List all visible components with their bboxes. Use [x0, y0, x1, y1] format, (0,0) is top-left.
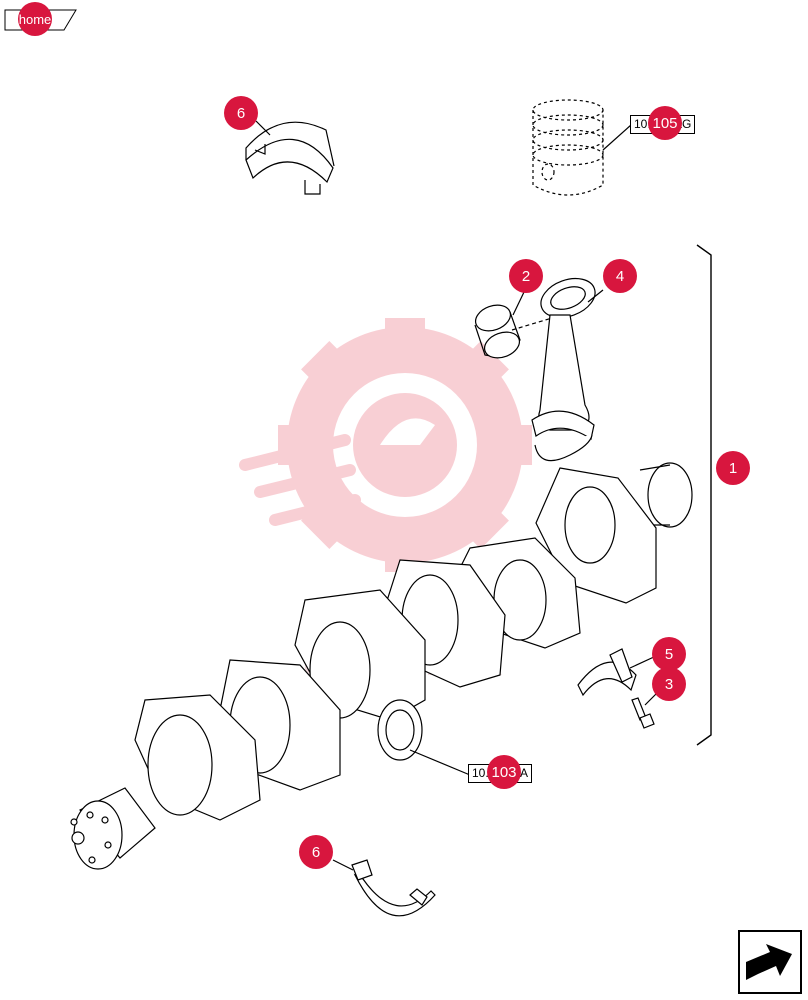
cap-bolt	[631, 697, 655, 729]
callout-103[interactable]: 103	[487, 755, 521, 789]
assembly-bracket	[696, 244, 712, 746]
callout-6-top[interactable]: 6	[224, 96, 258, 130]
bearing-shell-top	[245, 121, 335, 195]
crankshaft	[70, 462, 693, 870]
callout-4[interactable]: 4	[603, 259, 637, 293]
bearing-shell-bottom	[351, 859, 436, 917]
piston-leader	[602, 124, 632, 151]
crankshaft-leader	[409, 749, 471, 776]
callout-105[interactable]: 105	[648, 106, 682, 140]
connecting-rod	[531, 277, 596, 462]
leader-6-top	[255, 120, 271, 136]
callout-2[interactable]: 2	[509, 259, 543, 293]
callout-5[interactable]: 5	[652, 637, 686, 671]
pin-axis	[511, 317, 553, 331]
piston-pin-bushing	[474, 304, 521, 359]
callout-3[interactable]: 3	[652, 667, 686, 701]
bearing-cap	[577, 648, 637, 697]
next-page-button[interactable]	[738, 930, 802, 994]
leader-4	[587, 289, 604, 303]
home-tab[interactable]: home	[4, 2, 77, 36]
home-button[interactable]: home	[18, 2, 52, 36]
piston-reference	[532, 99, 604, 196]
callout-1[interactable]: 1	[716, 451, 750, 485]
leader-2	[512, 289, 526, 316]
arrow-next-page-icon	[746, 944, 792, 980]
leader-6-bottom	[332, 859, 354, 871]
callout-6-bottom[interactable]: 6	[299, 835, 333, 869]
